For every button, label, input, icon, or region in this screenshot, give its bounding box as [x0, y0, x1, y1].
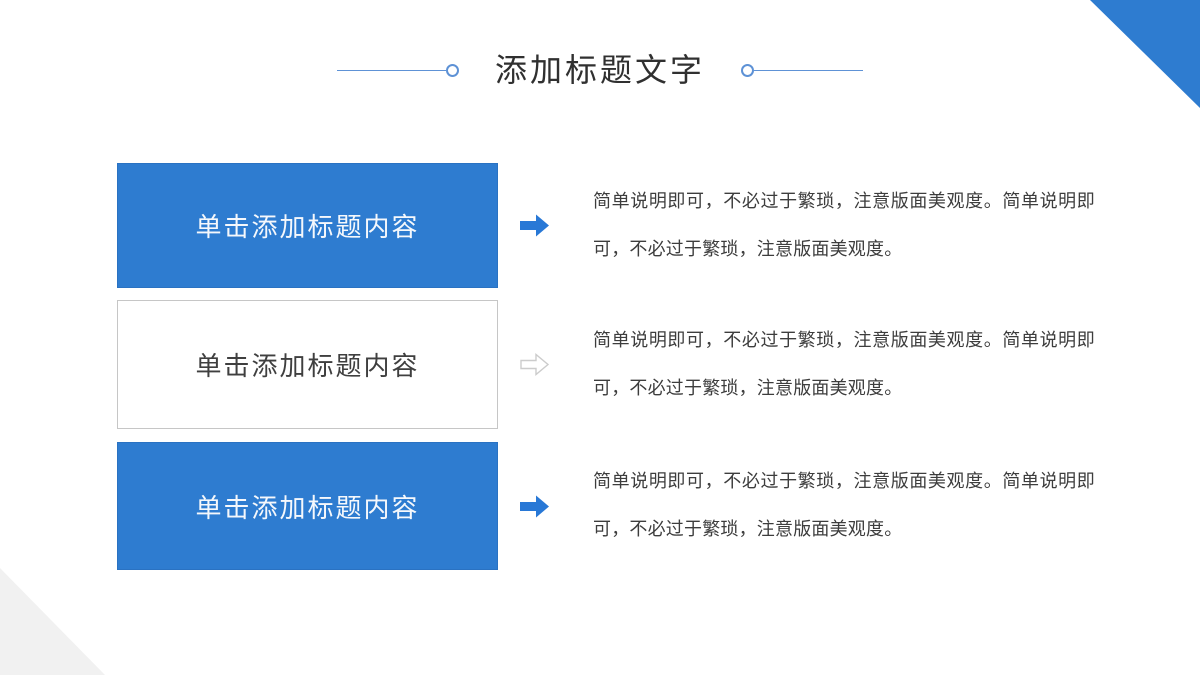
title-box-3-label: 单击添加标题内容	[195, 493, 420, 524]
content-row-2: 单击添加标题内容 简单说明即可，不必过于繁琐，注意版面美观度。简单说明即可，不必…	[117, 300, 1095, 429]
title-box-2-label: 单击添加标题内容	[195, 352, 420, 382]
description-text-2[interactable]: 简单说明即可，不必过于繁琐，注意版面美观度。简单说明即可，不必过于繁琐，注意版面…	[593, 329, 1095, 399]
description-text-3[interactable]: 简单说明即可，不必过于繁琐，注意版面美观度。简单说明即可，不必过于繁琐，注意版面…	[593, 471, 1095, 540]
corner-triangle-bottom-left	[0, 568, 105, 675]
right-arrow-solid-icon	[520, 495, 549, 517]
content-row-1: 单击添加标题内容 简单说明即可，不必过于繁琐，注意版面美观度。简单说明即可，不必…	[117, 163, 1095, 288]
slide-title[interactable]: 添加标题文字	[494, 51, 705, 89]
title-box-1-label: 单击添加标题内容	[195, 213, 420, 243]
title-divider-left-circle-icon	[445, 63, 459, 77]
title-divider-left-line	[336, 69, 446, 71]
title-box-3[interactable]: 单击添加标题内容	[117, 442, 498, 570]
title-divider-right-line	[754, 69, 863, 71]
right-arrow-solid-icon	[520, 214, 549, 237]
description-text-1[interactable]: 简单说明即可，不必过于繁琐，注意版面美观度。简单说明即可，不必过于繁琐，注意版面…	[593, 190, 1095, 260]
content-row-3: 单击添加标题内容 简单说明即可，不必过于繁琐，注意版面美观度。简单说明即可，不必…	[117, 442, 1095, 570]
right-arrow-outline-icon	[520, 353, 550, 376]
slide-header: 添加标题文字	[0, 52, 1200, 88]
title-box-2[interactable]: 单击添加标题内容	[117, 300, 498, 429]
title-divider-right-circle-icon	[741, 63, 754, 77]
title-box-1[interactable]: 单击添加标题内容	[117, 163, 498, 288]
